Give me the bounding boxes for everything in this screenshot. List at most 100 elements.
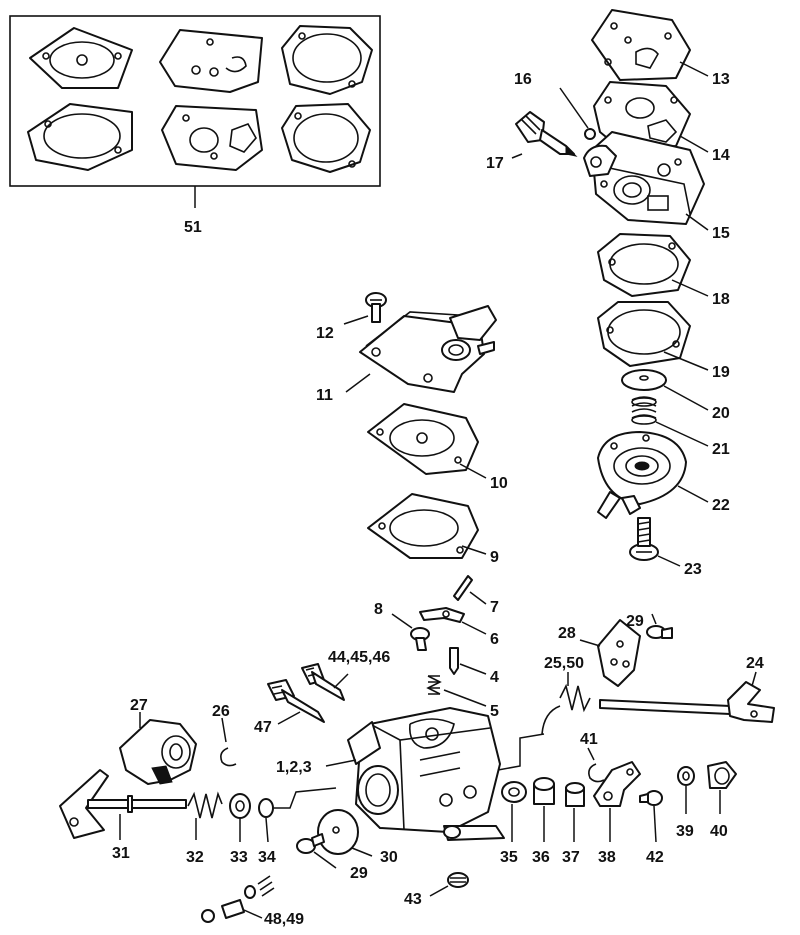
callout-38: 38 xyxy=(598,849,616,866)
callout-15: 15 xyxy=(712,225,730,242)
callout-36: 36 xyxy=(532,849,550,866)
callout-11: 11 xyxy=(316,387,333,404)
kit-gasket-3 xyxy=(161,105,263,171)
callout-48-49: 48,49 xyxy=(264,911,304,928)
part-39-washer xyxy=(677,766,695,786)
part-16-ball xyxy=(584,128,596,140)
callout-17: 17 xyxy=(486,155,504,172)
part-5-spring xyxy=(426,675,442,695)
part-32-spring xyxy=(187,791,223,819)
part-27-throttle-lever xyxy=(119,719,197,785)
kit-gasket-2 xyxy=(27,103,133,171)
part-18-diaphragm xyxy=(597,233,691,297)
part-37-ring xyxy=(565,782,585,807)
callout-37: 37 xyxy=(562,849,580,866)
part-10-diaphragm xyxy=(367,403,479,475)
callout-8: 8 xyxy=(374,601,383,618)
leader-lines-center xyxy=(343,315,487,707)
part-42-screw xyxy=(639,790,663,806)
kit-gasket-4 xyxy=(281,103,371,173)
callout-7: 7 xyxy=(490,599,499,616)
callout-47: 47 xyxy=(254,719,272,736)
callout-41: 41 xyxy=(580,731,598,748)
callout-31: 31 xyxy=(112,845,130,862)
callout-9: 9 xyxy=(490,549,499,566)
callout-20: 20 xyxy=(712,405,730,422)
leader-lines-right-lower xyxy=(511,613,757,843)
callout-12: 12 xyxy=(316,325,334,342)
callout-33: 33 xyxy=(230,849,248,866)
callout-27: 27 xyxy=(130,697,148,714)
part-34-o-ring xyxy=(258,798,274,818)
part-24-choke-shaft xyxy=(599,681,775,723)
callout-29-top: 29 xyxy=(626,613,644,630)
callout-35: 35 xyxy=(500,849,518,866)
callout-44-45-46: 44,45,46 xyxy=(328,649,390,666)
callout-28: 28 xyxy=(558,625,576,642)
part-7-pin xyxy=(453,575,473,601)
callout-5: 5 xyxy=(490,703,499,720)
part-33-washer xyxy=(229,793,251,819)
callout-34: 34 xyxy=(258,849,276,866)
callout-25-50: 25,50 xyxy=(544,655,584,672)
callout-1-2-3: 1,2,3 xyxy=(276,759,312,776)
kit-diaphragm-1 xyxy=(29,27,133,89)
callout-42: 42 xyxy=(646,849,664,866)
part-8-screw xyxy=(410,627,430,651)
callout-10: 10 xyxy=(490,475,508,492)
callout-14: 14 xyxy=(712,147,730,164)
part-41-clip xyxy=(588,763,605,783)
part-36-bushing xyxy=(533,777,555,805)
callout-16: 16 xyxy=(514,71,532,88)
callout-29-bottom: 29 xyxy=(350,865,368,882)
part-31-shaft xyxy=(59,769,187,839)
part-19-gasket xyxy=(597,301,691,367)
leader-lines-right xyxy=(511,61,709,567)
part-12-screw xyxy=(365,292,387,323)
part-1-2-3-carburetor-body xyxy=(347,707,505,841)
part-20-disc xyxy=(621,369,667,391)
callout-24: 24 xyxy=(746,655,764,672)
part-44-45-46-jet-needle xyxy=(301,663,345,701)
callout-51: 51 xyxy=(184,219,202,236)
callout-21: 21 xyxy=(712,441,730,458)
part-6-lever xyxy=(419,607,465,623)
part-11-cover xyxy=(359,305,497,393)
part-48-49-bushings xyxy=(201,875,275,923)
callout-6: 6 xyxy=(490,631,499,648)
callout-26: 26 xyxy=(212,703,230,720)
callout-32: 32 xyxy=(186,849,204,866)
part-28-valve-plate xyxy=(597,619,641,687)
part-29-screw-bottom xyxy=(296,833,325,854)
callout-labels: 13 16 14 17 15 18 12 19 11 20 21 10 22 9… xyxy=(112,71,764,928)
part-38-lever xyxy=(593,761,641,807)
part-15-pump-body xyxy=(583,131,705,225)
part-43-filter xyxy=(447,872,469,888)
callout-23: 23 xyxy=(684,561,702,578)
part-13-gasket xyxy=(591,9,691,81)
callout-30: 30 xyxy=(380,849,398,866)
callout-4: 4 xyxy=(490,669,499,686)
part-40-nut xyxy=(707,761,737,789)
part-9-gasket xyxy=(367,493,479,559)
part-29-screw-top xyxy=(646,625,673,639)
part-22-metering-cover xyxy=(597,431,687,519)
part-35-bushing xyxy=(501,781,527,803)
kit-diaphragm-2 xyxy=(281,25,373,95)
part-25-50-spring xyxy=(541,683,591,735)
part-4-needle xyxy=(449,647,459,675)
part-17-needle-valve xyxy=(515,111,578,157)
part-30-throttle-plate xyxy=(317,809,359,855)
callout-39: 39 xyxy=(676,823,694,840)
leader-lines-left xyxy=(119,712,269,843)
callout-19: 19 xyxy=(712,364,730,381)
callout-43: 43 xyxy=(404,891,422,908)
kit-gasket-1 xyxy=(159,29,263,93)
callout-18: 18 xyxy=(712,291,730,308)
part-47-jet-needle xyxy=(267,679,325,723)
callout-13: 13 xyxy=(712,71,730,88)
gasket-kit-box: 51 xyxy=(9,15,381,236)
part-23-screw xyxy=(629,517,659,561)
part-21-spring xyxy=(631,396,657,425)
